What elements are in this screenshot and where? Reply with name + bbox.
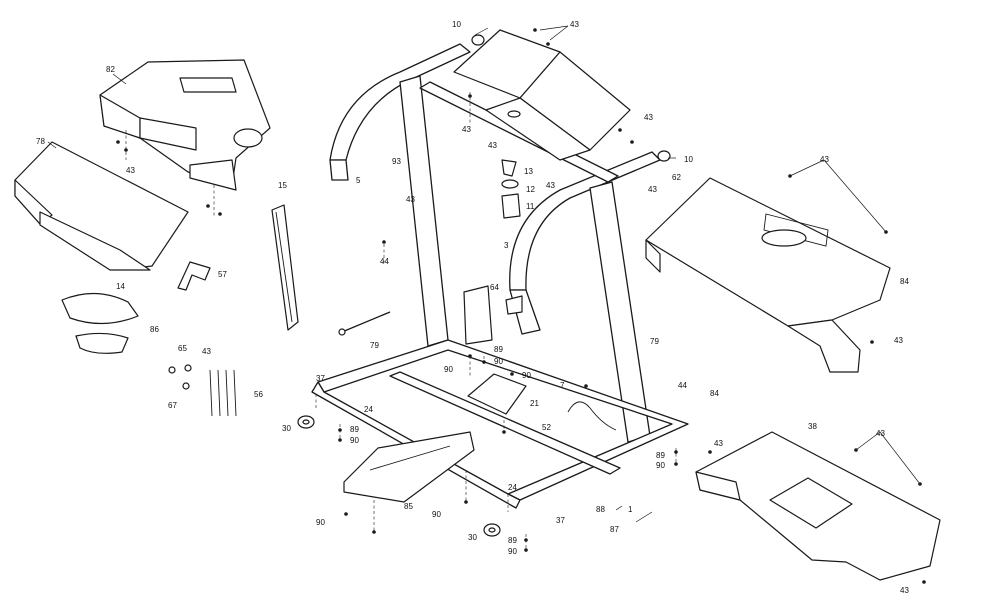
callout-84: 84 [900,277,909,286]
console-base-82 [99,59,271,216]
callout-90: 90 [432,510,441,519]
cable-52 [567,401,617,431]
callout-21: 21 [530,399,539,408]
callout-43: 43 [644,113,653,122]
callout-43: 43 [546,181,555,190]
callout-90: 90 [494,357,503,366]
callout-43: 43 [126,166,135,175]
callout-7: 7 [560,381,565,390]
callout-52: 52 [542,423,551,432]
callout-15: 15 [278,181,287,190]
tether-15 [271,204,299,331]
callout-56: 56 [254,390,263,399]
callout-43: 43 [202,347,211,356]
callout-12: 12 [526,185,535,194]
callout-43: 43 [900,586,909,595]
callout-14: 14 [116,282,125,291]
callout-10: 10 [452,20,461,29]
callout-37: 37 [556,516,565,525]
callout-43: 43 [406,195,415,204]
callout-85: 85 [404,502,413,511]
callout-90: 90 [316,518,325,527]
callout-90: 90 [522,371,531,380]
callout-10: 10 [684,155,693,164]
callout-43: 43 [876,429,885,438]
upright-right-79 [509,151,661,443]
wheels-30 [297,34,671,537]
callout-89: 89 [508,536,517,545]
hood-base-38 [695,431,941,581]
callout-67: 67 [168,401,177,410]
callout-90: 90 [508,547,517,556]
console-plate [453,29,631,161]
plate-21 [467,373,527,415]
callout-89: 89 [350,425,359,434]
callout-79: 79 [370,341,379,350]
hood-78 [14,141,189,271]
callout-43: 43 [570,20,579,29]
bolt-set-56 [209,369,237,417]
callout-43: 43 [894,336,903,345]
callout-43: 43 [714,439,723,448]
callout-37: 37 [316,374,325,383]
clip-57 [177,261,211,291]
gas-spring-79 [338,311,391,336]
callout-90: 90 [350,436,359,445]
callout-44: 44 [380,257,389,266]
shield-85 [343,431,475,503]
center-post [463,159,523,345]
hardware-65-67 [168,364,192,390]
callout-93: 93 [392,157,401,166]
callout-30: 30 [468,533,477,542]
callout-86: 86 [150,325,159,334]
callout-13: 13 [524,167,533,176]
callout-65: 65 [178,344,187,353]
callout-64: 64 [490,283,499,292]
bracket-14-86 [61,292,139,354]
callout-89: 89 [656,451,665,460]
callout-38: 38 [808,422,817,431]
callout-87: 87 [610,525,619,534]
callout-79: 79 [650,337,659,346]
callout-84: 84 [710,389,719,398]
callout-89: 89 [494,345,503,354]
callout-78: 78 [36,137,45,146]
callout-3: 3 [504,241,509,250]
callout-24: 24 [364,405,373,414]
callout-44: 44 [678,381,687,390]
callout-43: 43 [648,185,657,194]
callout-43: 43 [462,125,471,134]
callout-1: 1 [628,505,633,514]
callout-5: 5 [356,176,361,185]
callout-24: 24 [508,483,517,492]
callout-57: 57 [218,270,227,279]
callout-90: 90 [444,365,453,374]
upright-left [329,43,471,347]
callout-43: 43 [488,141,497,150]
motor-hood-84 [645,177,891,373]
callout-88: 88 [596,505,605,514]
callout-90: 90 [656,461,665,470]
callout-30: 30 [282,424,291,433]
fasteners [116,28,926,584]
callout-11: 11 [526,202,535,211]
callout-82: 82 [106,65,115,74]
callout-labels: 10 43 82 78 43 43 43 43 10 93 5 43 13 12… [36,20,909,595]
callout-43: 43 [820,155,829,164]
callout-62: 62 [672,173,681,182]
